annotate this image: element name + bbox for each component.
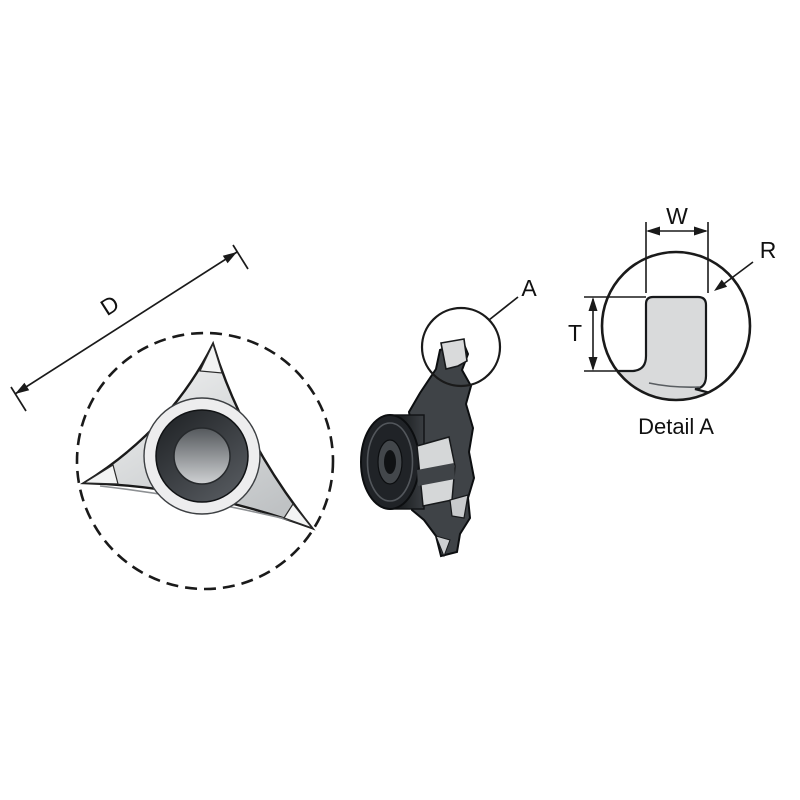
detail-tooth-profile — [602, 295, 750, 400]
tip-facet-left — [81, 464, 119, 485]
side-view: A — [360, 275, 537, 558]
pitch-circle-dashed — [75, 331, 335, 591]
thickness-dimension: T — [568, 296, 646, 372]
arrowhead-down — [588, 357, 598, 371]
hub-hole-inner — [384, 450, 396, 474]
side-step-face — [449, 494, 469, 519]
radius-callout: R — [714, 237, 776, 291]
detail-tooth-root-shade — [648, 382, 701, 388]
arrowhead-left — [646, 226, 660, 236]
tip-facet-top — [199, 342, 223, 374]
detail-view: W R Detail A — [600, 203, 776, 439]
width-label: W — [666, 203, 688, 229]
center-hole — [173, 427, 231, 485]
detail-caption: Detail A — [638, 414, 714, 439]
diameter-label: D — [96, 290, 124, 321]
arrowhead-top-right — [222, 252, 237, 264]
detail-circle — [600, 250, 752, 402]
detail-callout-leader — [488, 296, 519, 321]
side-tooth-top — [440, 338, 468, 370]
detail-callout-label: A — [521, 275, 537, 301]
detail-callout-circle — [420, 306, 502, 388]
side-clamp-band — [417, 463, 455, 486]
arrowhead-right — [694, 226, 708, 236]
front-view — [75, 331, 335, 591]
arrowhead-up — [588, 297, 598, 311]
diameter-extension-tick-top — [232, 244, 249, 270]
hub-face-rim — [366, 422, 414, 502]
width-dimension: W — [645, 203, 709, 293]
side-tooth-bottom-sliver — [435, 535, 451, 558]
arrowhead-bottom-left — [15, 382, 30, 394]
arrowhead-radius — [714, 279, 728, 291]
diameter-dimension-line — [14, 251, 238, 395]
radius-label: R — [760, 237, 777, 263]
tip-facet-bottom-right — [283, 502, 314, 530]
thickness-label: T — [568, 320, 582, 346]
diameter-extension-tick-bottom — [10, 386, 27, 412]
